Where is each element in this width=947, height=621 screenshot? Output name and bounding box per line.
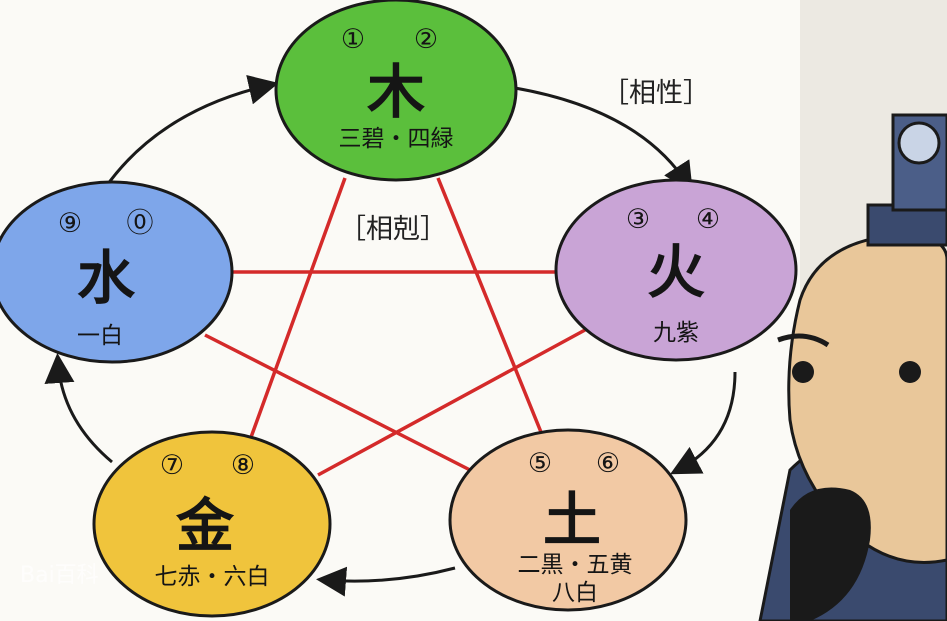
node-water-number-1: ⑨	[58, 208, 82, 239]
node-wood-label: 三碧・四緑	[339, 126, 454, 152]
cartoon-scholar-figure	[758, 113, 947, 621]
node-metal-label: 七赤・六白	[155, 564, 270, 590]
node-fire-number-1: ③	[626, 204, 650, 235]
star-line-wood-earth	[436, 177, 547, 443]
node-water-circle	[0, 180, 234, 364]
arrow-earth-to-metal	[316, 566, 456, 597]
node-earth: ⑤ ⑥ 土 二黒・五黄 八白	[448, 428, 688, 612]
node-water-label: 一白	[77, 323, 123, 349]
node-earth-label-2: 八白	[552, 580, 598, 606]
arrow-water-to-wood	[103, 75, 279, 189]
node-earth-circle	[448, 428, 688, 612]
node-fire: ③ ④ 火 九紫	[554, 178, 798, 362]
arrow-metal-to-water	[44, 353, 113, 464]
generating-label: ［相性］	[602, 78, 710, 109]
node-wood: ① ② 木 三碧・四緑	[274, 0, 518, 182]
arrow-fire-to-earth	[670, 371, 737, 475]
node-wood-circle	[274, 0, 518, 182]
node-earth-char: 土	[543, 486, 601, 554]
overcoming-label: ［相剋］	[339, 214, 447, 245]
node-metal-circle	[92, 430, 332, 618]
node-wood-number-2: ②	[414, 24, 438, 55]
node-water-char: 水	[77, 244, 136, 312]
node-metal: ⑦ ⑧ 金 七赤・六白	[92, 430, 332, 618]
node-metal-char: 金	[176, 492, 235, 560]
node-earth-label: 二黒・五黄	[518, 552, 633, 578]
node-fire-label: 九紫	[653, 320, 699, 346]
node-metal-number-1: ⑦	[160, 450, 184, 481]
node-metal-number-2: ⑧	[231, 450, 255, 481]
node-earth-number-1: ⑤	[528, 448, 552, 479]
figure-beard	[790, 487, 871, 621]
figure-eye-left	[792, 361, 814, 383]
node-fire-char: 火	[647, 238, 705, 306]
star-line-water-earth	[204, 333, 471, 472]
generating-cycle	[44, 75, 737, 597]
star-line-wood-metal	[248, 177, 347, 441]
watermark: Bai百科	[20, 563, 99, 588]
node-wood-char: 木	[367, 58, 425, 126]
node-fire-circle	[554, 178, 798, 362]
node-water-number-2: ⓪	[127, 208, 154, 239]
figure-hat-ornament	[897, 121, 941, 165]
overcoming-star	[204, 177, 586, 477]
star-line-fire-metal	[317, 328, 586, 477]
figure-eyebrow	[777, 333, 830, 348]
node-fire-number-2: ④	[696, 204, 720, 235]
arrow-wood-to-fire	[514, 86, 693, 193]
figure-eye-right	[899, 361, 921, 383]
node-wood-number-1: ①	[341, 24, 365, 55]
node-earth-number-2: ⑥	[596, 448, 620, 479]
node-water: ⑨ ⓪ 水 一白	[0, 180, 234, 364]
